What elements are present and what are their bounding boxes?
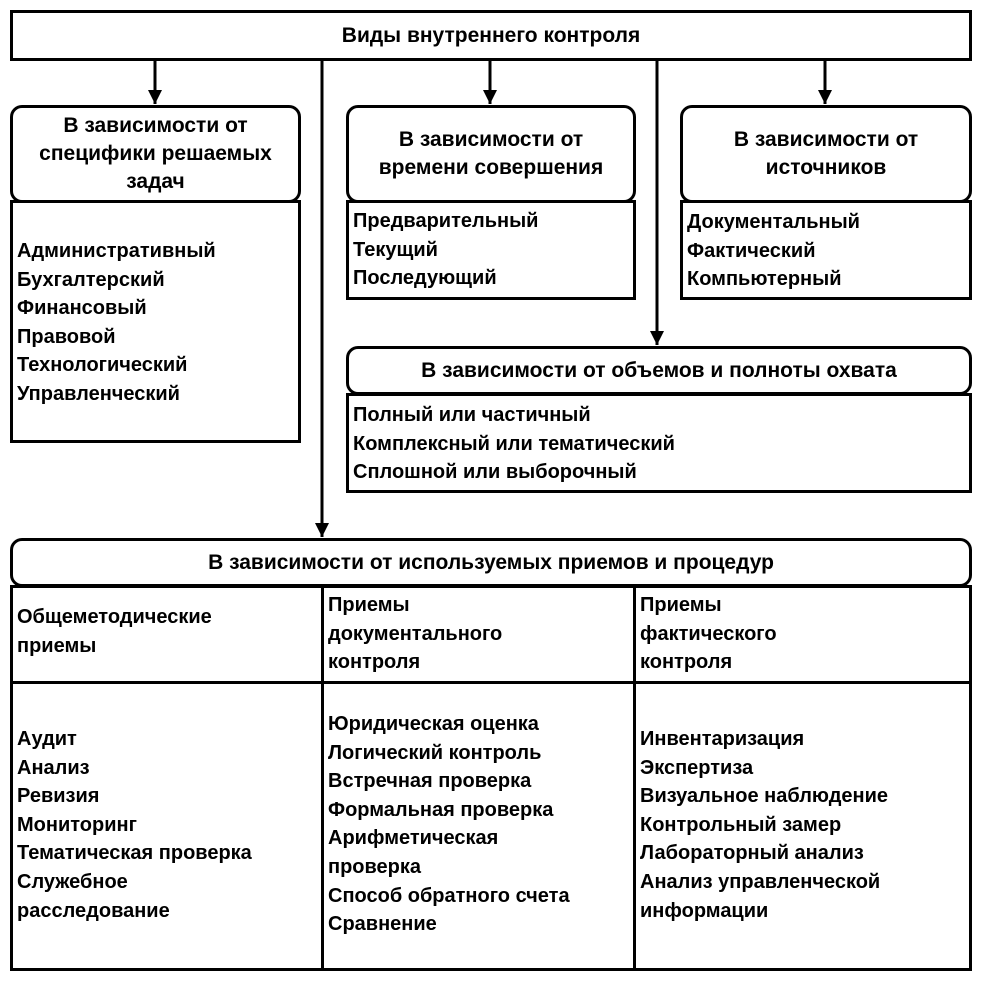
volume-header-text: В зависимости от объемов и полноты охват… [421,358,897,382]
col-title-line: Общеметодические [17,606,212,628]
category-methods-header: В зависимости от используемых приемов и … [10,538,972,587]
category-tasks-header: В зависимости от специфики решаемых зада… [10,105,301,203]
time-header-line: В зависимости от [398,128,584,151]
category-volume-list: Полный или частичный Комплексный или тем… [346,393,972,493]
list-item: Фактический [687,239,816,262]
list-item: Встречная проверка [328,770,532,793]
title-text: Виды внутреннего контроля [341,23,641,47]
list-item: Служебное [17,870,128,893]
table-divider [633,585,636,971]
list-item: Финансовый [17,297,147,320]
col-title-line: Приемы [328,594,410,616]
col-title-line: контроля [640,651,733,674]
category-tasks-list: Административный Бухгалтерский Финансовы… [10,200,301,443]
list-item: Формальная проверка [328,798,554,821]
list-item: Компьютерный [687,268,842,291]
list-item: Мониторинг [17,813,137,836]
list-item: Способ обратного счета [328,884,570,907]
list-item: Юридическая оценка [328,713,539,735]
methods-col-title-general: Общеметодические приемы [17,603,317,660]
sources-header-line: источников [765,156,887,179]
col-title-line: приемы [17,634,97,657]
list-item: Бухгалтерский [17,268,165,291]
list-item: Визуальное наблюдение [640,785,889,808]
list-item: Документальный [687,211,860,233]
arrowhead-sources [818,90,832,104]
methods-header-text: В зависимости от используемых приемов и … [208,550,774,574]
methods-col-title-factual: Приемы фактического контроля [640,591,970,677]
time-header-line: времени совершения [378,156,604,179]
category-time-list: Предварительный Текущий Последующий [346,200,636,300]
list-item: Предварительный [353,210,539,232]
list-item: Административный [17,240,216,262]
arrowhead-methods [315,523,329,537]
list-item: Сравнение [328,913,437,936]
list-item: Правовой [17,325,116,348]
list-item: Инвентаризация [640,728,805,750]
arrowhead-volume [650,331,664,345]
list-item: Экспертиза [640,756,754,779]
arrowhead-tasks [148,90,162,104]
list-item: Ревизия [17,785,100,808]
methods-col-items-documentary: Юридическая оценка Логический контроль В… [328,710,628,939]
methods-col-items-general: Аудит Анализ Ревизия Мониторинг Тематиче… [17,725,317,925]
list-item: Текущий [353,238,438,261]
methods-col-items-factual: Инвентаризация Экспертиза Визуальное наб… [640,725,970,925]
sources-header-line: В зависимости от [733,128,919,151]
list-item: Последующий [353,267,497,290]
category-volume-header: В зависимости от объемов и полноты охват… [346,346,972,395]
category-time-header: В зависимости от времени совершения [346,105,636,203]
list-item: Анализ [17,756,90,779]
list-item: Логический контроль [328,741,542,764]
list-item: Лабораторный анализ [640,842,864,865]
category-sources-header: В зависимости от источников [680,105,972,203]
col-title-line: контроля [328,651,421,674]
list-item: расследование [17,899,170,922]
table-divider [321,585,324,971]
table-divider [10,681,972,684]
list-item: Полный или частичный [353,404,591,426]
diagram-title: Виды внутреннего контроля [10,10,972,61]
tasks-header-line: В зависимости от [63,114,248,137]
list-item: Контрольный замер [640,813,842,836]
col-title-line: фактического [640,622,777,645]
list-item: Сплошной или выборочный [353,461,637,484]
methods-col-title-documentary: Приемы документального контроля [328,591,628,677]
methods-table [10,585,972,971]
list-item: Анализ управленческой [640,870,881,893]
arrowhead-time [483,90,497,104]
list-item: Арифметическая [328,827,499,850]
col-title-line: Приемы [640,594,722,616]
category-sources-list: Документальный Фактический Компьютерный [680,200,972,300]
tasks-header-line: специфики решаемых [39,142,272,165]
list-item: Аудит [17,728,77,750]
col-title-line: документального [328,622,503,645]
list-item: Тематическая проверка [17,842,252,865]
list-item: проверка [328,855,422,878]
list-item: информации [640,899,769,922]
tasks-header-line: задач [126,170,185,193]
list-item: Управленческий [17,382,180,405]
list-item: Комплексный или тематический [353,432,675,455]
list-item: Технологический [17,354,188,377]
